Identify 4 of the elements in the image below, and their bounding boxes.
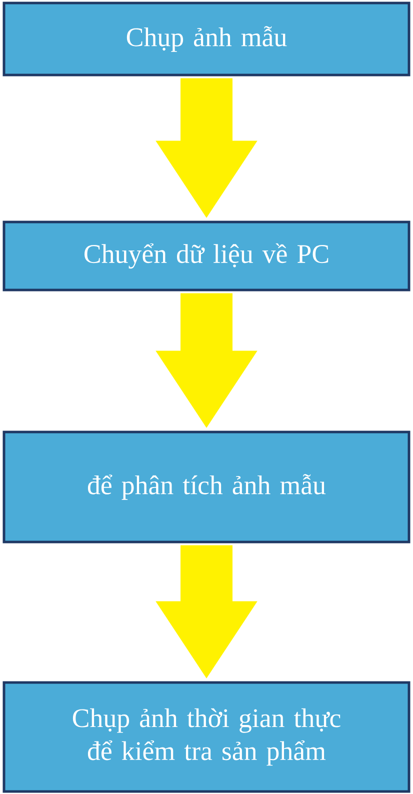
process-box: Chuyển dữ liệu về PC	[2, 220, 410, 292]
process-box: Chụp ảnh thời gian thực để kiểm tra sản phẩm	[2, 681, 410, 793]
process-box: để phân tích ảnh mẫu	[2, 430, 410, 544]
process-box: Chụp ảnh mẫu	[2, 2, 410, 76]
